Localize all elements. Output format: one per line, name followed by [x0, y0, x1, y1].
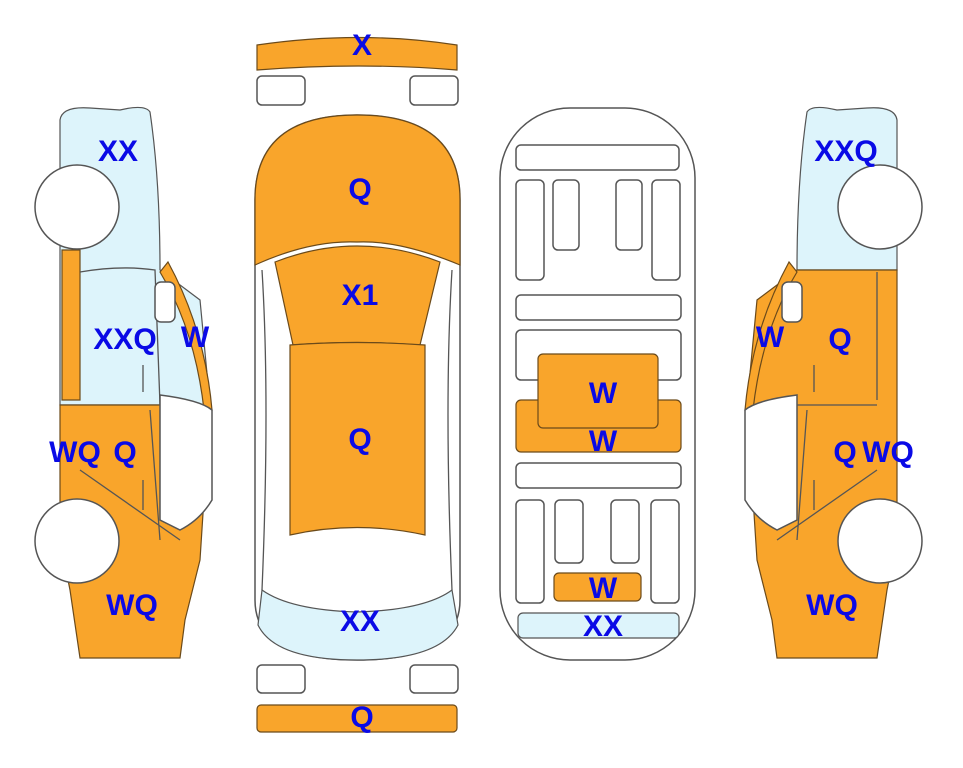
left-side-car [34, 106, 213, 659]
label-interior-trunk: XX [582, 610, 624, 643]
label-left-rear-glass: XX [97, 135, 139, 168]
left-b-pillar [61, 249, 81, 401]
label-left-rear-door: Q [113, 436, 137, 469]
label-interior-console: W [588, 377, 618, 410]
label-right-front-door: Q [828, 323, 852, 356]
label-front-bumper: X [351, 29, 373, 62]
label-left-rear-door-glass: XXQ [93, 323, 157, 356]
label-right-front-fender: WQ [806, 589, 858, 622]
left-rear-wheel [34, 164, 120, 250]
left-front-wheel [34, 498, 120, 584]
front-bumper [256, 36, 458, 71]
roof [289, 341, 426, 536]
label-right-a-pillar: W [755, 321, 785, 354]
interior-trunk [517, 612, 680, 639]
top-view-car [254, 36, 461, 733]
right-side-car [744, 106, 923, 659]
rear-window [257, 588, 459, 661]
right-front-wheel [837, 498, 923, 584]
label-rear-bumper: Q [350, 701, 374, 734]
interior-view [499, 107, 696, 661]
label-left-a-pillar: W [180, 321, 210, 354]
label-left-front-fender: WQ [106, 589, 158, 622]
label-hood: Q [348, 173, 372, 206]
label-rear-window: XX [339, 605, 381, 638]
label-windshield: X1 [341, 279, 379, 312]
label-right-front-door-lower: Q [833, 436, 857, 469]
label-left-rear-quarter: WQ [49, 436, 101, 469]
label-interior-rear-panel: W [588, 572, 618, 605]
label-right-rear-glass: XXQ [814, 135, 878, 168]
interior-console [537, 353, 659, 429]
rear-bumper [256, 704, 458, 733]
label-roof: Q [348, 423, 372, 456]
label-interior-floor: W [588, 425, 618, 458]
right-rear-wheel [837, 164, 923, 250]
interior-rear-panel [553, 572, 642, 602]
label-right-rear-quarter: WQ [862, 436, 914, 469]
hood [254, 114, 461, 266]
